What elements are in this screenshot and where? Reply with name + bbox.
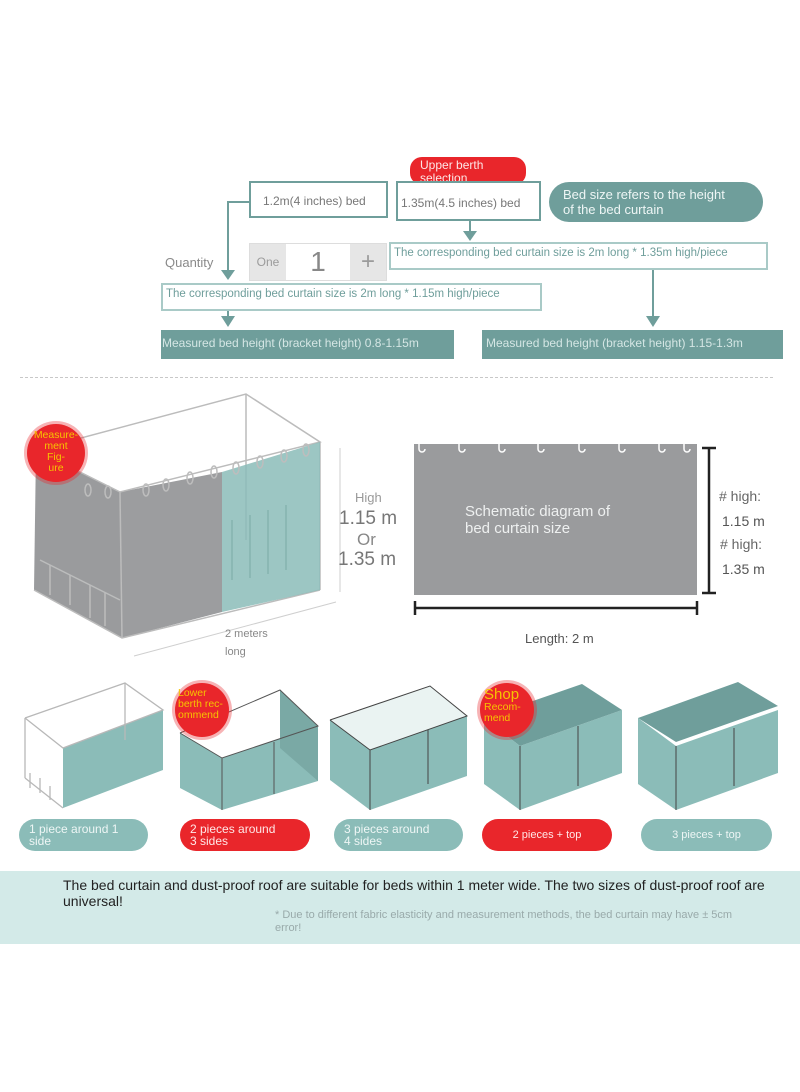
quantity-input[interactable]: 1 (310, 246, 326, 277)
quantity-label: Quantity (165, 255, 214, 270)
measured-height-left: Measured bed height (bracket height) 0.8… (161, 330, 454, 359)
measured-height-right: Measured bed height (bracket height) 1.1… (482, 330, 783, 359)
option-illustrations (24, 682, 778, 810)
quantity-increment-button[interactable]: + (350, 244, 386, 280)
curtain-size-info-135: The corresponding bed curtain size is 2m… (389, 242, 768, 270)
upper-berth-badge: Upper berth selection (410, 157, 526, 185)
height-value-1: 1.15 m (339, 508, 398, 529)
option-2-pieces-3-sides[interactable]: 2 pieces around 3 sides (180, 819, 310, 851)
lower-berth-recommend-badge: Lower berth rec- ommend (175, 683, 229, 737)
shop-badge-subtitle: Recom- mend (484, 701, 521, 724)
option-2-pieces-top[interactable]: 2 pieces + top (482, 819, 612, 851)
option-3-pieces-4-sides[interactable]: 3 pieces around 4 sides (334, 819, 463, 851)
section-divider (20, 377, 773, 378)
bed-3d-measurement-figure (33, 393, 341, 657)
right-height-value-2: 1.35 m (722, 561, 765, 577)
schematic-curtain-panel (414, 444, 697, 595)
schematic-dimension-lines (413, 446, 716, 615)
quantity-stepper[interactable]: One 1 + (249, 243, 387, 281)
footer-band (0, 871, 800, 944)
or-label: Or (357, 530, 376, 549)
schematic-hooks (418, 443, 691, 453)
footer-main-text: The bed curtain and dust-proof roof are … (63, 877, 765, 909)
right-height-value-1: 1.15 m (722, 513, 765, 529)
shop-badge-title: Shop (484, 686, 520, 703)
right-high-label-1: # high: (719, 488, 762, 504)
size-option-1-35m[interactable]: 1.35m(4.5 inches) bed (396, 181, 541, 221)
length-label-1: 2 meters (225, 628, 268, 640)
connector-arrows (221, 201, 660, 327)
high-label: High (355, 490, 382, 505)
measurement-figure-badge: Measure- ment Fig- ure (27, 424, 85, 482)
option-3-pieces-top[interactable]: 3 pieces + top (641, 819, 772, 851)
option-1-piece-1-side[interactable]: 1 piece around 1 side (19, 819, 148, 851)
shop-recommend-badge: Shop Recom- mend (480, 683, 534, 737)
footer-note-text: * Due to different fabric elasticity and… (275, 909, 733, 934)
height-value-2: 1.35 m (338, 549, 397, 570)
size-option-1-2m[interactable]: 1.2m(4 inches) bed (249, 181, 388, 218)
schematic-title: Schematic diagram of bed curtain size (465, 503, 611, 537)
curtain-size-info-115: The corresponding bed curtain size is 2m… (161, 283, 542, 311)
bed-size-note-pill: Bed size refers to the height of the bed… (549, 182, 763, 222)
quantity-decrement-button[interactable]: One (250, 244, 286, 280)
length-label-2: long (225, 646, 246, 658)
length-2m-label: Length: 2 m (525, 631, 594, 646)
right-high-label-2: # high: (720, 536, 763, 552)
